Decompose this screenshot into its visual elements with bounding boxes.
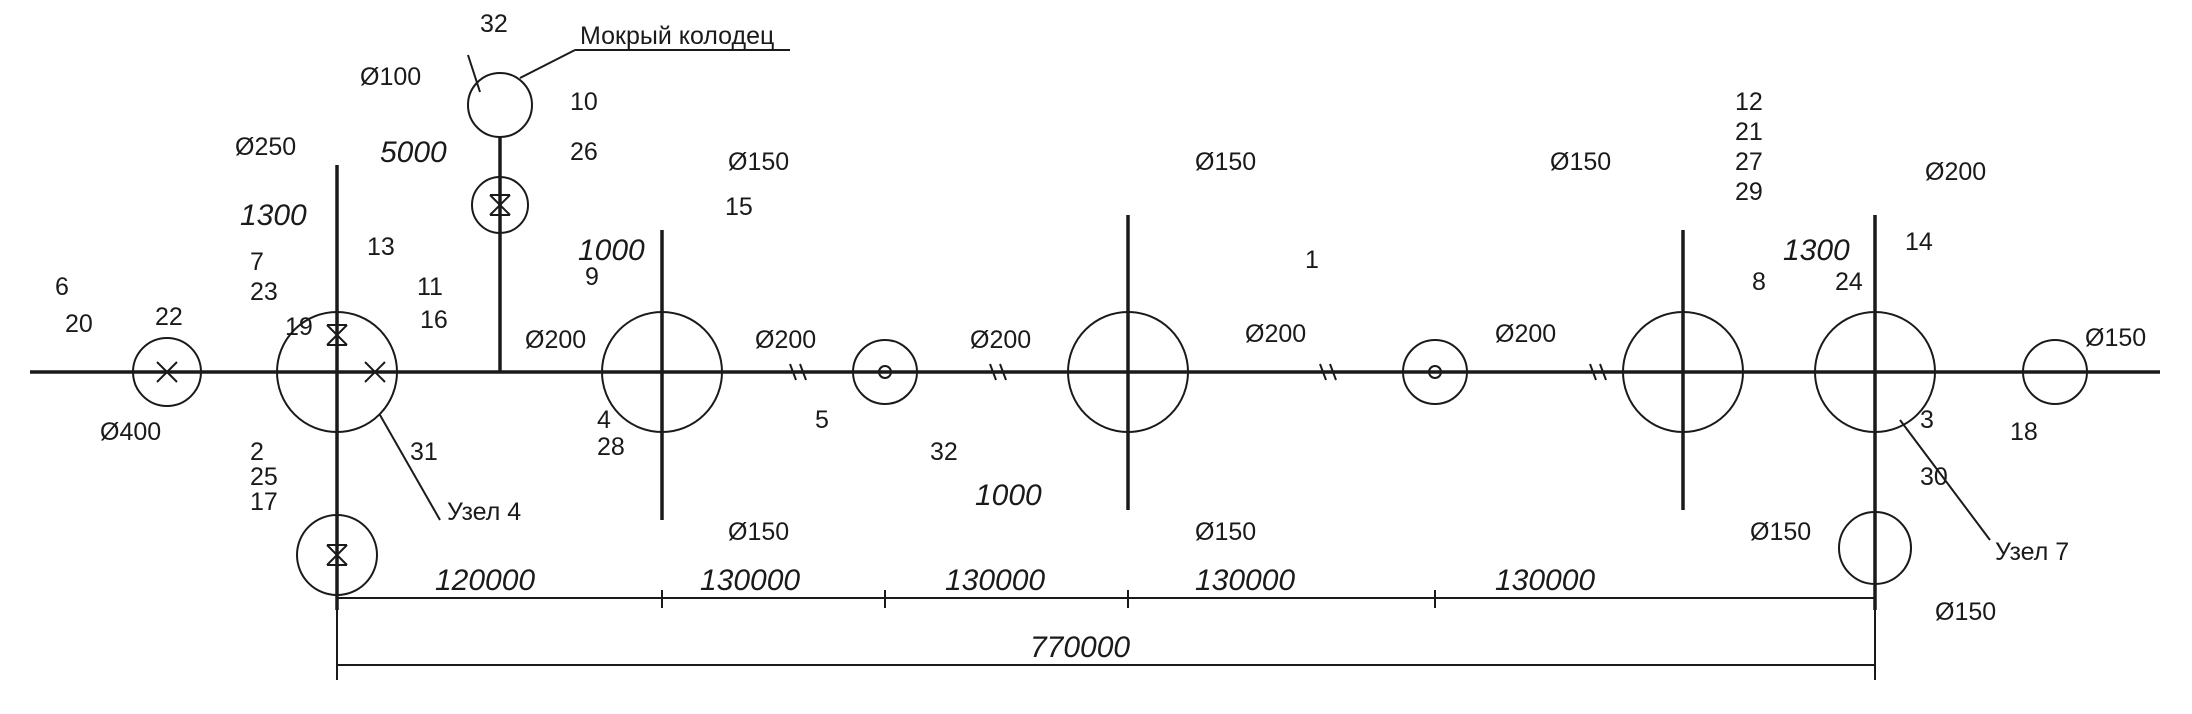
dimension-130000-d: 130000: [1495, 564, 1595, 597]
diameter-200-d: Ø200: [1245, 320, 1306, 348]
wet-well-valve-chamber: [471, 176, 529, 234]
callout-19: 19: [285, 313, 313, 341]
svg-text:32: 32: [480, 10, 508, 38]
callout-29: 29: [1735, 178, 1763, 206]
callout-23: 23: [250, 278, 278, 306]
inlet-chamber: [132, 337, 202, 407]
diameter-200-c: Ø200: [970, 326, 1031, 354]
diameter-150-b: Ø150: [1195, 148, 1256, 176]
diameter-150-h: Ø150: [1935, 598, 1996, 626]
node7-label: Узел 7: [1995, 538, 2069, 566]
callout-15: 15: [725, 193, 753, 221]
callout-18: 18: [2010, 418, 2038, 446]
diameter-150-a: Ø150: [728, 148, 789, 176]
diameter-150-c: Ø150: [1550, 148, 1611, 176]
callout-27: 27: [1735, 148, 1763, 176]
line-breaks: [789, 363, 1607, 381]
outlet-chamber: [2022, 339, 2088, 405]
chamber-4: [1402, 339, 1468, 405]
dimension-130000-b: 130000: [945, 564, 1045, 597]
callout-31: 31: [410, 438, 438, 466]
diameter-200-e: Ø200: [1495, 320, 1556, 348]
dimension-1300-a: 1300: [240, 199, 307, 232]
wet-well-label: Мокрый колодец: [580, 22, 774, 50]
callout-9: 9: [585, 263, 599, 291]
diameter-150-g: Ø150: [1750, 518, 1811, 546]
callout-3: 3: [1920, 406, 1934, 434]
callout-21: 21: [1735, 118, 1763, 146]
diameter-200-a: Ø200: [525, 326, 586, 354]
callout-17: 17: [250, 488, 278, 516]
dimension-1000-b: 1000: [975, 479, 1042, 512]
callout-11: 11: [417, 273, 443, 301]
callout-25: 25: [250, 463, 278, 491]
callout-22: 22: [155, 303, 183, 331]
callout-28: 28: [597, 433, 625, 461]
callout-2: 2: [250, 438, 264, 466]
dimension-1300-b: 1300: [1783, 234, 1850, 267]
callout-20: 20: [65, 310, 93, 338]
callout-24: 24: [1835, 268, 1863, 296]
callout-8: 8: [1752, 268, 1766, 296]
diameter-150-e: Ø150: [728, 518, 789, 546]
dimension-770000: 770000: [1030, 631, 1130, 664]
callout-1: 1: [1305, 246, 1319, 274]
dimension-5000: 5000: [380, 136, 447, 169]
callout-16: 16: [420, 306, 448, 334]
callout-30: 30: [1920, 463, 1948, 491]
dimension-130000-c: 130000: [1195, 564, 1295, 597]
callout-6: 6: [55, 273, 69, 301]
diameter-400: Ø400: [100, 418, 161, 446]
callout-10: 10: [570, 88, 598, 116]
diameter-200-f: Ø200: [1925, 158, 1986, 186]
dimension-130000-a: 130000: [700, 564, 800, 597]
callout-26: 26: [570, 138, 598, 166]
callout-5: 5: [815, 406, 829, 434]
callout-7: 7: [250, 248, 264, 276]
callout-13: 13: [367, 233, 395, 261]
diameter-200-b: Ø200: [755, 326, 816, 354]
callout-32: 32: [930, 438, 958, 466]
dimension-1000-a: 1000: [578, 234, 645, 267]
callout-14: 14: [1905, 228, 1933, 256]
callout-4: 4: [597, 406, 611, 434]
node4-label: Узел 4: [447, 498, 521, 526]
diameter-150-f: Ø150: [1195, 518, 1256, 546]
diameter-100: Ø100: [360, 63, 421, 91]
callout-12: 12: [1735, 88, 1763, 116]
chamber-2: [852, 339, 918, 405]
diameter-250: Ø250: [235, 133, 296, 161]
gate-valve-icon: [489, 194, 511, 216]
diameter-150-d: Ø150: [2085, 324, 2146, 352]
dimension-120000: 120000: [435, 564, 535, 597]
